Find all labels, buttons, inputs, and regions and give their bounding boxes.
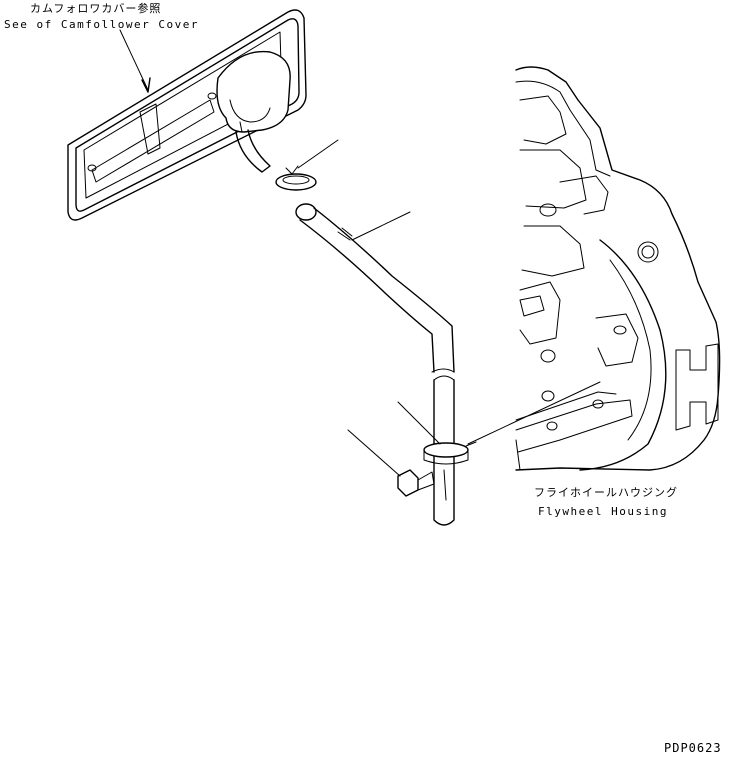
hose-clamp bbox=[275, 165, 317, 191]
leader-line-tube bbox=[351, 211, 411, 241]
drawing-code: PDP0623 bbox=[664, 741, 722, 755]
leader-line-clip bbox=[397, 401, 441, 445]
breather-tube bbox=[295, 203, 455, 526]
flywheel-label-jp: フライホイールハウジング bbox=[534, 486, 678, 499]
leader-line-bolt bbox=[347, 429, 401, 477]
leader-line-camfollower bbox=[119, 29, 149, 91]
camfollower-label-en: See of Camfollower Cover bbox=[4, 18, 199, 31]
leader-arrow-camfollower bbox=[141, 77, 151, 93]
tube-clip bbox=[423, 441, 477, 465]
bolt bbox=[397, 469, 435, 497]
flywheel-housing bbox=[515, 66, 721, 471]
leader-line-clamp bbox=[297, 139, 339, 169]
camfollower-label-jp: カムフォロワカバー参照 bbox=[30, 2, 162, 15]
flywheel-label-en: Flywheel Housing bbox=[538, 505, 668, 518]
mount-line bbox=[467, 381, 601, 445]
camfollower-cover bbox=[67, 9, 307, 221]
